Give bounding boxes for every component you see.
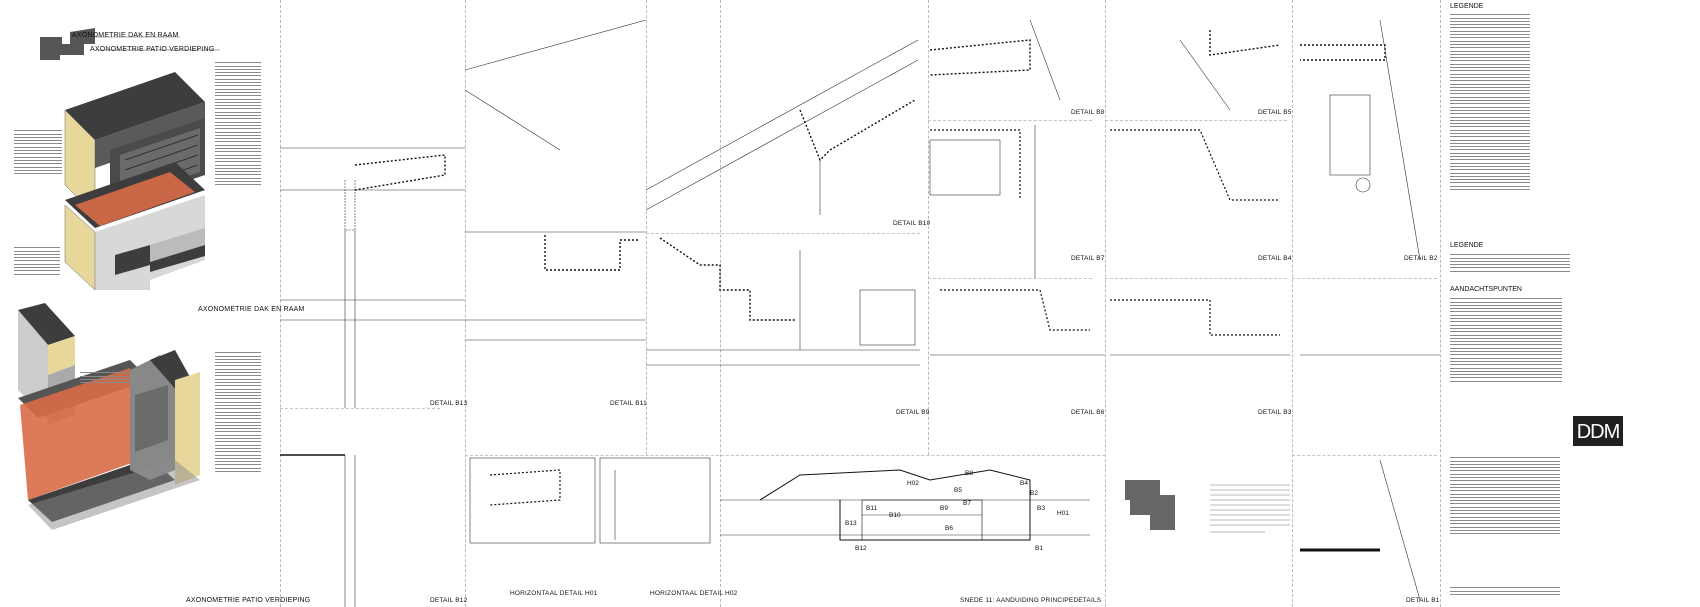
panel-divider bbox=[1440, 0, 1441, 607]
annotation-block bbox=[215, 350, 261, 474]
section-tag: H01 bbox=[1057, 510, 1069, 517]
ddm-logo: DDM bbox=[1573, 416, 1623, 446]
panel-divider bbox=[928, 278, 1092, 279]
detail-label: DETAIL B13 bbox=[430, 400, 468, 407]
detail-b9-drawing bbox=[646, 237, 920, 366]
logo-text: DDM bbox=[1576, 421, 1621, 443]
panel-divider bbox=[1105, 0, 1106, 607]
section-tag: B5 bbox=[954, 487, 962, 494]
detail-b8-b7-b6-drawing bbox=[929, 19, 1105, 356]
section-tag: B2 bbox=[1030, 490, 1038, 497]
detail-b2-b1-drawing bbox=[1300, 19, 1440, 601]
panel-divider bbox=[465, 455, 1105, 456]
section-tag: B12 bbox=[855, 545, 867, 552]
detail-label: HORIZONTAAL DETAIL H01 bbox=[510, 590, 598, 597]
axonometric-patio-floor bbox=[18, 303, 200, 530]
detail-label: DETAIL B10 bbox=[893, 220, 931, 227]
panel-divider bbox=[646, 233, 920, 234]
annotation-block bbox=[215, 60, 261, 188]
axonometric-title: AXONOMETRIE PATIO VERDIEPING bbox=[186, 597, 311, 604]
panel-divider bbox=[465, 0, 466, 607]
detail-label: DETAIL B8 bbox=[1071, 109, 1105, 116]
axonometric-title: AXONOMETRIE DAK EN RAAM bbox=[72, 32, 179, 39]
section-tag: B6 bbox=[945, 525, 953, 532]
annotation-block bbox=[14, 128, 62, 176]
panel-divider bbox=[646, 0, 647, 455]
detail-label: DETAIL B4 bbox=[1258, 255, 1292, 262]
section-tag: B7 bbox=[963, 500, 971, 507]
section-tag: H02 bbox=[907, 480, 919, 487]
section-tag: B4 bbox=[1020, 480, 1028, 487]
title-block bbox=[1450, 455, 1560, 536]
panel-divider bbox=[1292, 0, 1293, 607]
footer-block bbox=[1450, 585, 1560, 597]
panel-divider bbox=[280, 408, 440, 409]
section-tag: B8 bbox=[965, 470, 973, 477]
detail-b11-drawing bbox=[464, 19, 647, 341]
detail-label: DETAIL B7 bbox=[1071, 255, 1105, 262]
detail-label: DETAIL B3 bbox=[1258, 409, 1292, 416]
annotation-block bbox=[80, 370, 135, 385]
legend-list bbox=[1450, 252, 1570, 274]
section-tag: B3 bbox=[1037, 505, 1045, 512]
panel-divider bbox=[280, 0, 281, 607]
detail-b13-drawing bbox=[280, 147, 465, 607]
detail-label: DETAIL B9 bbox=[896, 409, 930, 416]
legend-list bbox=[1450, 12, 1530, 192]
section-tag: B11 bbox=[866, 505, 878, 512]
section-tag: B13 bbox=[845, 520, 857, 527]
detail-label: DETAIL B12 bbox=[430, 597, 468, 604]
panel-divider bbox=[1292, 455, 1437, 456]
plan-index-table bbox=[1210, 484, 1290, 533]
horizontal-details-drawing bbox=[469, 457, 711, 544]
legend-title: LEGENDE bbox=[1450, 3, 1484, 10]
panel-divider bbox=[720, 0, 721, 607]
detail-label: DETAIL B5 bbox=[1258, 109, 1292, 116]
plan-pictogram bbox=[1125, 480, 1175, 530]
detail-label: DETAIL B1 bbox=[1406, 597, 1440, 604]
section-tag: B9 bbox=[940, 505, 948, 512]
detail-label: SNEDE 11: AANDUIDING PRINCIPEDETAILS bbox=[960, 597, 1102, 604]
panel-divider bbox=[928, 120, 1092, 121]
section-tag: B10 bbox=[889, 512, 901, 519]
legend-title: LEGENDE bbox=[1450, 242, 1484, 249]
attention-title: AANDACHTSPUNTEN bbox=[1450, 286, 1522, 293]
panel-divider bbox=[1105, 278, 1287, 279]
detail-label: DETAIL B2 bbox=[1404, 255, 1438, 262]
panel-divider bbox=[928, 0, 929, 455]
attention-notes bbox=[1450, 296, 1562, 384]
detail-b5-b4-b3-drawing bbox=[1110, 30, 1290, 356]
section-tag: B1 bbox=[1035, 545, 1043, 552]
panel-divider bbox=[1292, 278, 1437, 279]
detail-label: DETAIL B6 bbox=[1071, 409, 1105, 416]
axonometric-roof-window bbox=[64, 72, 205, 291]
detail-b10-drawing bbox=[645, 39, 919, 215]
axonometric-title: AXONOMETRIE PATIO VERDIEPING bbox=[90, 46, 215, 53]
detail-label: DETAIL B11 bbox=[610, 400, 647, 407]
section-11-drawing bbox=[720, 469, 1090, 541]
building-pictogram bbox=[40, 28, 95, 60]
panel-divider bbox=[1105, 120, 1287, 121]
detail-label: HORIZONTAAL DETAIL H02 bbox=[650, 590, 738, 597]
annotation-block bbox=[14, 245, 60, 277]
axonometric-title: AXONOMETRIE DAK EN RAAM bbox=[198, 306, 305, 313]
